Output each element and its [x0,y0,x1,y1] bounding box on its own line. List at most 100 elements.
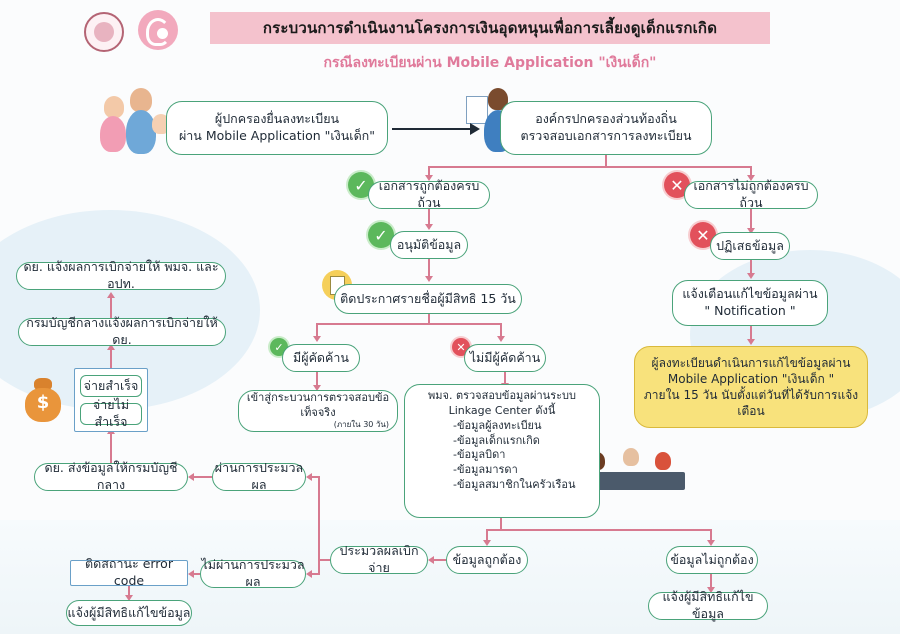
notify-box: แจ้งเตือนแก้ไขข้อมูลผ่าน " Notification … [672,280,828,326]
arrow-down-icon [747,228,755,234]
money-bag-icon: $ [22,378,64,424]
fail-box: ไม่ผ่านการประมวลผล [200,557,306,589]
connector [428,314,430,324]
connector [128,586,130,596]
linkage-item: -ข้อมูลสมาชิกในครัวเรือน [453,478,576,492]
docs-incomplete-box: เอกสารไม่ถูกต้องครบถ้วน [684,178,818,210]
connector [750,260,752,274]
no-objection-box: ไม่มีผู้คัดค้าน [464,344,546,372]
fix-info-line2: Mobile Application "เงินเด็ก " [667,371,835,386]
arrow-right-icon [470,123,480,135]
linkage-line2: Linkage Center ดังนี้ [448,403,556,417]
mother-child-logo [138,10,178,50]
connector [434,559,446,561]
process-payment-box: ประมวลผลเบิกจ่าย [330,543,428,575]
arrow-down-icon [747,273,755,279]
arrow-up-icon [107,344,115,350]
payment-result-frame: จ่ายสำเร็จ จ่ายไม่สำเร็จ [74,368,148,432]
connector [312,476,320,478]
linkage-check-box: พมจ. ตรวจสอบข้อมูลผ่านระบบ Linkage Cente… [404,384,600,518]
linkage-item: -ข้อมูลบิดา [453,448,506,462]
parent-register-line2: ผ่าน Mobile Application "เงินเด็ก" [178,128,376,143]
local-admin-line2: ตรวจสอบเอกสารการลงทะเบียน [520,128,692,143]
linkage-item: -ข้อมูลผู้ลงทะเบียน [453,418,542,432]
connector [486,529,488,541]
arrow-down-icon [125,595,133,601]
arrow-down-icon [425,175,433,181]
notify-owner-right-box: แจ้งผู้มีสิทธิแก้ไขข้อมูล [648,589,768,621]
connector [110,296,112,318]
docs-complete-box: เอกสารถูกต้องครบถ้วน [368,178,490,210]
connector [750,326,752,340]
arrow-down-icon [313,385,321,391]
government-seal-logo [84,12,124,52]
send-cgd-box: ดย. ส่งข้อมูลให้กรมบัญชีกลาง [34,460,188,492]
connector [392,128,470,130]
fix-info-line3: ภายใน 15 วัน นับตั้งแต่วันที่ได้รับการแจ… [643,388,859,419]
fact-check-note: (ภายใน 30 วัน) [333,420,389,430]
connector [428,166,430,176]
arrow-down-icon [747,175,755,181]
connector [500,323,502,337]
notify-line2: " Notification " [704,303,796,318]
arrow-down-icon [313,336,321,342]
reject-box: ปฏิเสธข้อมูล [710,232,790,260]
family-illustration [100,84,172,156]
connector [312,573,320,575]
connector [318,476,320,574]
connector [750,209,752,229]
arrow-down-icon [747,339,755,345]
connector [750,166,752,176]
connector [500,518,502,530]
approve-box: อนุมัติข้อมูล [390,231,468,259]
notify-line1: แจ้งเตือนแก้ไขข้อมูลผ่าน [682,286,818,302]
arrow-left-icon [428,556,434,564]
connector [486,529,712,531]
parent-register-line1: ผู้ปกครองยื่นลงทะเบียน [214,111,340,127]
connector [316,372,318,386]
connector [110,432,112,463]
notify-owner-left-box: แจ้งผู้มีสิทธิแก้ไขข้อมูล [66,600,192,626]
error-code-box: ติดสถานะ error code [70,556,188,588]
arrow-up-icon [107,292,115,298]
connector [504,372,506,384]
connector [428,166,751,168]
check-icon: ✓ [368,222,394,248]
has-objection-box: มีผู้คัดค้าน [282,344,360,372]
linkage-item: -ข้อมูลมารดา [453,463,518,477]
local-admin-box: องค์กรปกครองส่วนท้องถิ่น ตรวจสอบเอกสารกา… [500,101,712,155]
parent-register-box: ผู้ปกครองยื่นลงทะเบียน ผ่าน Mobile Appli… [166,101,388,155]
connector [710,529,712,541]
staff-illustration [585,446,685,494]
arrow-down-icon [425,224,433,230]
page-title: กระบวนการดำเนินงานโครงการเงินอุดหนุนเพื่… [210,12,770,44]
fix-info-box: ผู้ลงทะเบียนดำเนินการแก้ไขข้อมูลผ่าน Mob… [634,346,868,428]
fact-check-box: เข้าสู่กระบวนการตรวจสอบข้อเท็จจริง (ภายใ… [238,390,398,432]
linkage-item: -ข้อมูลเด็กแรกเกิด [453,433,540,447]
arrow-left-icon [306,473,312,481]
pass-box: ผ่านการประมวลผล [212,460,306,492]
fact-check-label: เข้าสู่กระบวนการตรวจสอบข้อเท็จจริง [246,390,390,419]
arrow-down-icon [425,276,433,282]
connector [194,573,200,575]
local-admin-line1: องค์กรปกครองส่วนท้องถิ่น [535,111,677,127]
arrow-left-icon [188,570,194,578]
fix-info-line1: ผู้ลงทะเบียนดำเนินการแก้ไขข้อมูลผ่าน [651,355,851,370]
connector [316,323,318,337]
unpaid-box: จ่ายไม่สำเร็จ [80,397,142,429]
page-subtitle: กรณีลงทะเบียนผ่าน Mobile Application "เง… [323,55,657,71]
linkage-line1: พมจ. ตรวจสอบข้อมูลผ่านระบบ [428,389,576,402]
connector [110,348,112,368]
paid-box: จ่ายสำเร็จ [80,375,142,397]
cgd-report-box: กรมบัญชีกลางแจ้งผลการเบิกจ่ายให้ ดย. [18,315,226,347]
arrow-left-icon [188,473,194,481]
connector [428,209,430,225]
connector [318,559,330,561]
dy-report-box: ดย. แจ้งผลการเบิกจ่ายให้ พมจ. และ อปท. [16,259,226,291]
connector [428,259,430,277]
connector [316,323,502,325]
connector [194,476,212,478]
arrow-left-icon [306,570,312,578]
arrow-down-icon [707,587,715,593]
arrow-down-icon [497,336,505,342]
